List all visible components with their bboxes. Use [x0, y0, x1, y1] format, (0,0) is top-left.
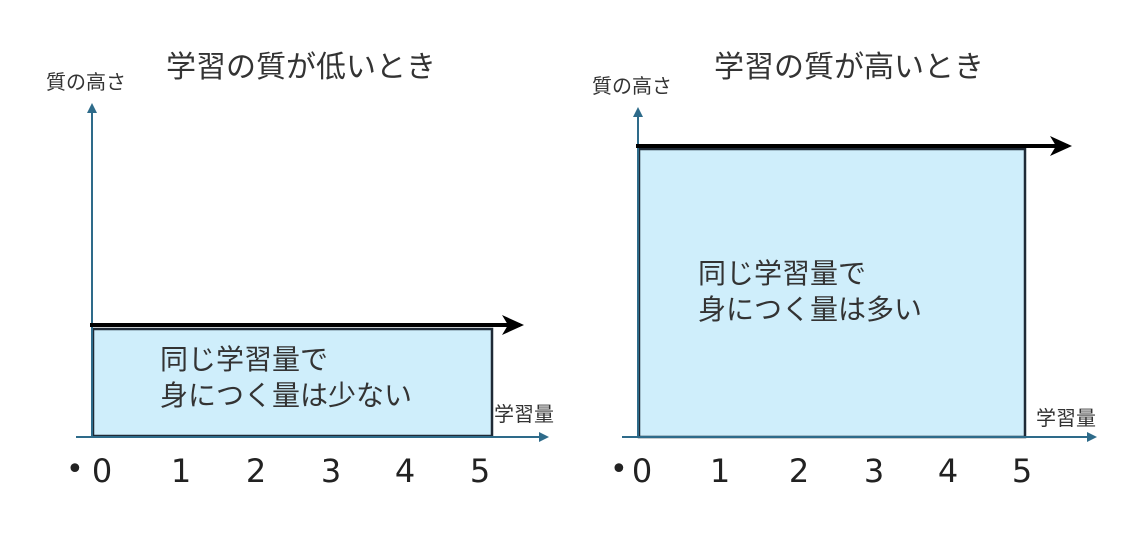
- panel-title: 学習の質が低いとき: [166, 50, 436, 85]
- axes-graphic: [622, 107, 1097, 442]
- diagram-high-quality: 学習の質が高いとき 質の高さ 同じ学習量で 身につく量は多い 学習量 • 0 1…: [574, 0, 1148, 550]
- x-tick-3: 3: [320, 452, 342, 490]
- y-axis-label: 質の高さ: [46, 70, 126, 94]
- panel-title: 学習の質が高いとき: [714, 50, 984, 85]
- x-tick-2: 2: [788, 452, 810, 490]
- learning-area-rect: [637, 147, 1027, 439]
- y-axis-label: 質の高さ: [592, 74, 672, 98]
- x-tick-3: 3: [863, 452, 885, 490]
- diagram-low-quality: 学習の質が低いとき 質の高さ 同じ学習量で 身につく量は少ない 学習量 • 0 …: [46, 50, 554, 490]
- caption-line-1: 同じ学習量で: [160, 343, 329, 376]
- x-tick-0: 0: [91, 452, 113, 490]
- x-tick-5: 5: [469, 452, 491, 490]
- x-tick-5: 5: [1011, 452, 1033, 490]
- x-tick-0: 0: [631, 452, 653, 490]
- axes-graphic: [76, 103, 549, 442]
- list-bullet: •: [66, 452, 84, 487]
- x-tick-1: 1: [709, 452, 731, 490]
- list-bullet: •: [610, 452, 628, 487]
- caption-line-2: 身につく量は少ない: [160, 379, 413, 412]
- x-tick-2: 2: [245, 452, 267, 490]
- x-axis-label: 学習量: [1036, 406, 1096, 430]
- caption-line-2: 身につく量は多い: [698, 293, 923, 326]
- x-tick-4: 4: [937, 452, 959, 490]
- x-tick-1: 1: [170, 452, 192, 490]
- caption-line-1: 同じ学習量で: [698, 257, 867, 290]
- x-tick-4: 4: [394, 452, 416, 490]
- x-axis-label: 学習量: [494, 402, 554, 426]
